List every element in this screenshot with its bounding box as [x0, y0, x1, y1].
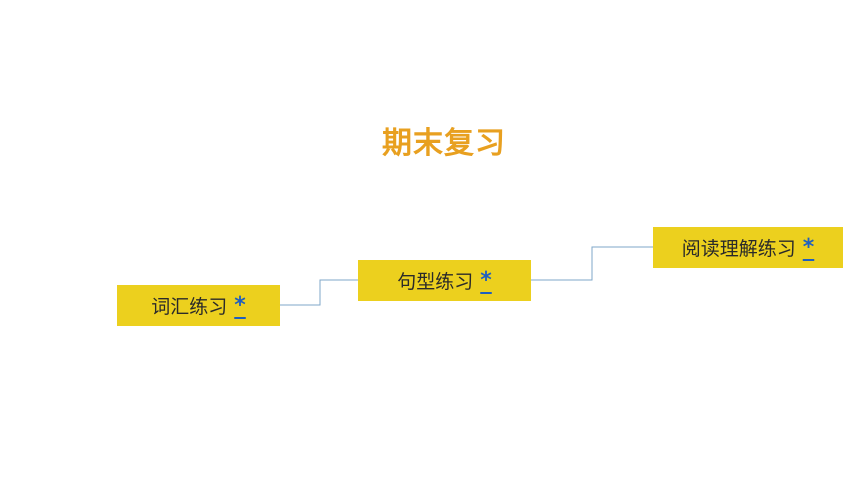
reading-practice-label: 阅读理解练习 — [681, 238, 796, 260]
sentence-practice-link[interactable]: * — [480, 268, 492, 293]
reading-practice-link[interactable]: * — [802, 235, 815, 260]
vocabulary-practice-label: 词汇练习 — [151, 296, 228, 318]
connector-sentence-to-reading — [531, 246, 653, 281]
reading-practice-box: 阅读理解练习 * — [653, 227, 843, 268]
vocabulary-practice-box: 词汇练习 * — [117, 285, 280, 326]
connector-vocab-to-sentence — [280, 279, 358, 306]
sentence-practice-box: 句型练习 * — [358, 260, 531, 301]
sentence-practice-label: 句型练习 — [397, 271, 474, 293]
vocabulary-practice-link[interactable]: * — [234, 293, 246, 318]
slide-title: 期末复习 — [382, 126, 506, 161]
